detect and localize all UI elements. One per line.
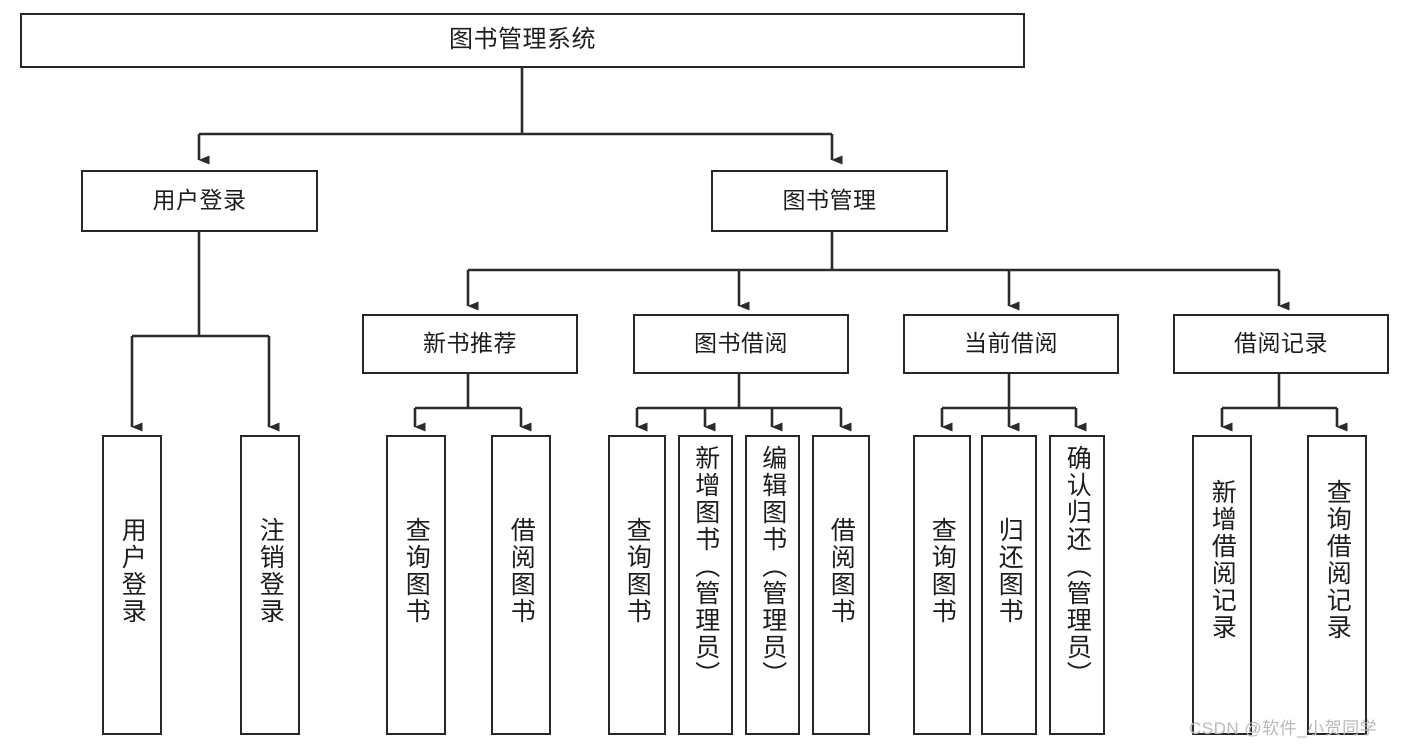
- node-label: 查询图书: [928, 517, 957, 625]
- leaf-confirm-return-admin[interactable]: 确认归还（管理员）: [1049, 435, 1105, 735]
- node-user-login[interactable]: 用户登录: [81, 170, 318, 232]
- leaf-query-book-current[interactable]: 查询图书: [913, 435, 971, 735]
- node-label: 新书推荐: [423, 330, 517, 357]
- node-root-book-management-system[interactable]: 图书管理系统: [20, 13, 1025, 68]
- node-label: 查询图书: [402, 517, 431, 625]
- node-label: 借阅图书: [827, 517, 856, 625]
- node-label: 查询图书: [623, 517, 652, 625]
- leaf-query-borrow-record[interactable]: 查询借阅记录: [1307, 435, 1367, 735]
- node-label: 新增借阅记录: [1208, 479, 1237, 641]
- node-label: 查询借阅记录: [1323, 479, 1352, 641]
- leaf-borrow-book-recommend[interactable]: 借阅图书: [491, 435, 551, 735]
- leaf-return-book[interactable]: 归还图书: [981, 435, 1037, 735]
- leaf-user-login[interactable]: 用户登录: [102, 435, 162, 735]
- leaf-borrow-book-borrow[interactable]: 借阅图书: [812, 435, 870, 735]
- node-label: 确认归还（管理员）: [1063, 445, 1092, 688]
- node-book-borrow[interactable]: 图书借阅: [633, 314, 849, 374]
- node-label: 新增图书（管理员）: [691, 445, 720, 688]
- leaf-edit-book-admin[interactable]: 编辑图书（管理员）: [745, 435, 800, 735]
- node-label: 注销登录: [256, 517, 285, 625]
- csdn-watermark: CSDN @软件_小贺同学: [1189, 719, 1378, 738]
- node-label: 借阅图书: [507, 517, 536, 625]
- node-label: 用户登录: [118, 517, 147, 625]
- node-new-book-recommend[interactable]: 新书推荐: [362, 314, 578, 374]
- node-label: 图书借阅: [694, 330, 788, 357]
- leaf-logout-login[interactable]: 注销登录: [240, 435, 300, 735]
- leaf-add-borrow-record[interactable]: 新增借阅记录: [1192, 435, 1252, 735]
- node-label: 用户登录: [152, 187, 247, 214]
- node-label: 编辑图书（管理员）: [758, 445, 787, 688]
- node-label: 归还图书: [995, 517, 1024, 625]
- node-book-management[interactable]: 图书管理: [711, 170, 948, 232]
- node-label: 借阅记录: [1234, 330, 1328, 357]
- leaf-query-book-recommend[interactable]: 查询图书: [386, 435, 446, 735]
- leaf-add-book-admin[interactable]: 新增图书（管理员）: [678, 435, 733, 735]
- node-label: 图书管理: [782, 187, 877, 214]
- node-borrow-record[interactable]: 借阅记录: [1173, 314, 1389, 374]
- node-label: 图书管理系统: [449, 26, 596, 54]
- node-label: 当前借阅: [964, 330, 1058, 357]
- leaf-query-book-borrow[interactable]: 查询图书: [608, 435, 666, 735]
- node-current-borrow[interactable]: 当前借阅: [903, 314, 1119, 374]
